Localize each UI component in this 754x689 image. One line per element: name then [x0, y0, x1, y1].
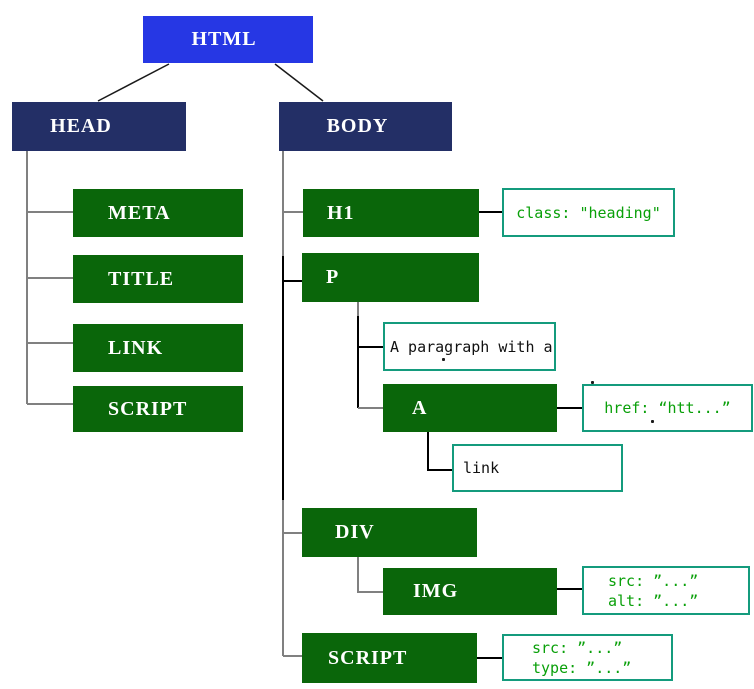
- node-a: A: [383, 384, 557, 432]
- node-label: SCRIPT: [108, 397, 188, 420]
- node-body-script: SCRIPT: [302, 633, 477, 683]
- node-head-script: SCRIPT: [73, 386, 243, 432]
- callout-a-href: href: “htt...”: [582, 384, 753, 432]
- callout-img-attrs: src: ”...” alt: ”...”: [582, 566, 750, 615]
- attribute-text: alt: ”...”: [608, 591, 699, 610]
- attribute-text: src: ”...”: [532, 638, 623, 657]
- node-div: DIV: [302, 508, 477, 557]
- node-p: P: [302, 253, 479, 302]
- callout-h1-class: class: "heading": [502, 188, 675, 237]
- node-label: HTML: [191, 28, 257, 50]
- node-h1: H1: [303, 189, 479, 237]
- node-html: HTML: [143, 16, 313, 63]
- node-label: H1: [327, 201, 355, 224]
- node-title: TITLE: [73, 255, 243, 303]
- node-link: LINK: [73, 324, 243, 372]
- node-label: META: [108, 201, 171, 224]
- node-label: HEAD: [50, 115, 112, 137]
- artifact-dot: [442, 358, 445, 361]
- edge-html-head: [97, 63, 170, 102]
- callout-link-text: link: [452, 444, 623, 492]
- attribute-text: src: ”...”: [608, 571, 699, 590]
- attribute-text: class: "heading": [516, 203, 661, 222]
- callout-script-attrs: src: ”...” type: ”...”: [502, 634, 673, 681]
- edge-div-img: [357, 557, 383, 593]
- artifact-dot: [591, 381, 594, 384]
- edge-html-body: [274, 63, 324, 102]
- edge-a-link: [427, 432, 452, 471]
- node-head: HEAD: [12, 102, 186, 151]
- attribute-text: type: ”...”: [532, 658, 632, 677]
- node-label: P: [326, 266, 340, 288]
- text-node-text: link: [463, 459, 500, 477]
- node-label: BODY: [326, 115, 389, 137]
- node-body: BODY: [279, 102, 452, 151]
- text-node-text: A paragraph with a: [390, 337, 553, 356]
- node-label: A: [412, 396, 428, 419]
- callout-paragraph-text: A paragraph with a: [383, 322, 556, 371]
- node-img: IMG: [383, 568, 557, 615]
- node-label: IMG: [413, 580, 459, 602]
- node-label: SCRIPT: [328, 646, 408, 669]
- node-label: TITLE: [108, 267, 175, 290]
- artifact-dot: [651, 420, 654, 423]
- attribute-text: href: “htt...”: [604, 399, 731, 417]
- node-label: LINK: [108, 336, 164, 359]
- node-label: DIV: [335, 521, 375, 543]
- node-meta: META: [73, 189, 243, 237]
